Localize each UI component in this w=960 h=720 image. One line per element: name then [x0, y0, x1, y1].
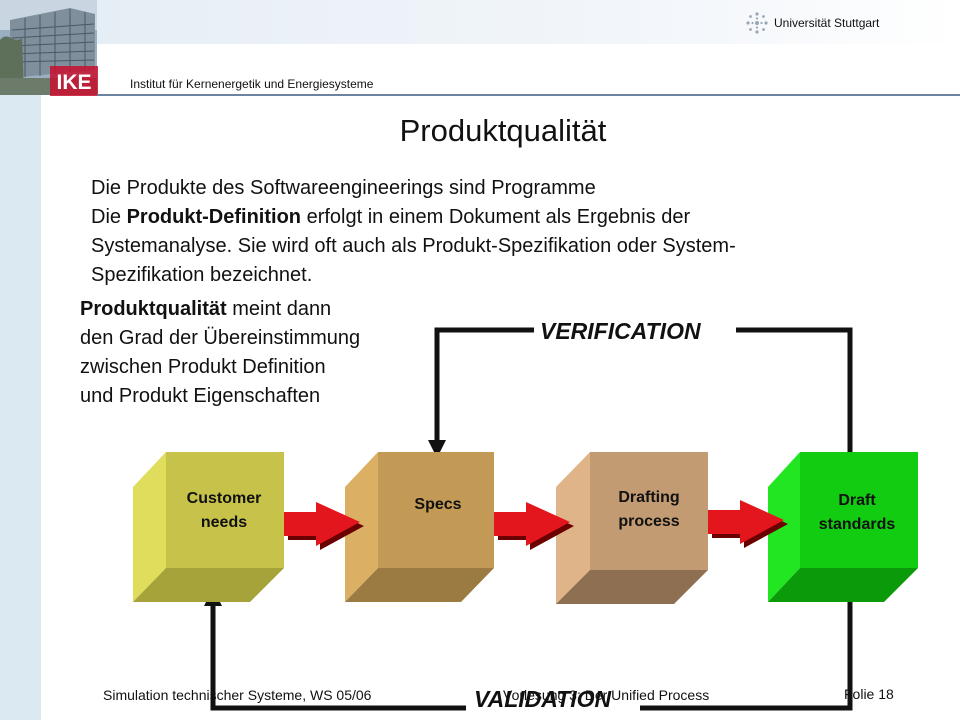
box-side-face [133, 452, 166, 602]
intro-line-1: Die Produkte des Softwareengineerings si… [91, 177, 596, 199]
box-front-face [800, 452, 918, 568]
arrow-3-icon [708, 500, 788, 548]
intro-paragraph: Die Produkte des Softwareengineerings si… [91, 174, 736, 290]
quality-line-3: zwischen Produkt Definition [80, 356, 326, 378]
footer-course: Simulation technischer Systeme, WS 05/06 [103, 687, 372, 703]
header-band [97, 0, 960, 44]
box-bottom-face [768, 568, 918, 602]
verification-loop [434, 327, 853, 452]
box-customer-needs [133, 452, 284, 602]
verification-label: VERIFICATION [540, 318, 701, 344]
product-quality-term: Produktqualität [80, 298, 227, 320]
verification-line-right [736, 327, 853, 452]
ike-logo: IKE [50, 66, 98, 96]
arrow-2-icon [494, 502, 574, 550]
slide-title: Produktqualität [399, 113, 607, 148]
box-side-face [768, 452, 800, 602]
verification-line-left [434, 327, 534, 442]
box-front-face [378, 452, 494, 568]
university-name: Universität Stuttgart [774, 16, 880, 30]
university-logo-icon [744, 10, 770, 36]
validation-line-left [210, 604, 466, 711]
validation-label: VALIDATION [474, 686, 612, 712]
box-front-face [166, 452, 284, 568]
validation-line-right [640, 592, 853, 711]
box-specs [345, 452, 494, 602]
box-draft-standards [768, 452, 918, 602]
box-bottom-face [556, 570, 708, 604]
intro-line-4: Spezifikation bezeichnet. [91, 264, 313, 286]
left-strip [0, 0, 41, 720]
quality-line-1: Produktqualität meint dann [80, 298, 332, 320]
footer-lecture: Vorlesung 3: Der Unified Process [503, 687, 710, 703]
validation-loop [210, 592, 853, 711]
verification-arrowhead-icon [428, 440, 446, 458]
box-drafting-process [556, 452, 708, 604]
box-bottom-face [345, 568, 494, 602]
box-front-face [590, 452, 708, 570]
header-rule [97, 94, 960, 96]
quality-paragraph: Produktqualität meint dann den Grad der … [80, 295, 360, 411]
institute-name: Institut für Kernenergetik und Energiesy… [130, 77, 374, 91]
arrow-1-icon [284, 502, 364, 550]
svg-text:IKE: IKE [56, 71, 91, 94]
footer-page-number: Folie 18 [844, 686, 894, 702]
box-bottom-face [133, 568, 284, 602]
intro-line-2: Die Produkt-Definition erfolgt in einem … [91, 206, 691, 228]
product-definition-term: Produkt-Definition [126, 206, 302, 228]
quality-line-2: den Grad der Übereinstimmung [80, 327, 361, 349]
quality-line-4: und Produkt Eigenschaften [80, 385, 321, 407]
box-side-face [556, 452, 590, 604]
box-label-specs: Specs [414, 496, 462, 513]
intro-line-3: Systemanalyse. Sie wird oft auch als Pro… [91, 235, 736, 257]
